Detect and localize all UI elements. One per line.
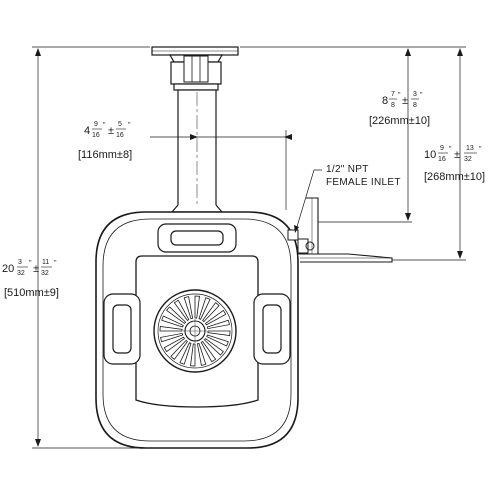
louver-blade xyxy=(194,295,200,319)
louver-blade xyxy=(179,342,192,365)
inlet-height-tol-inch: " xyxy=(420,92,423,99)
inlet-height-dimension: 8 7 8 " ± 3 8 " [226mm±10] xyxy=(369,91,430,127)
unit-heater-drawing xyxy=(95,46,393,449)
louver-blade xyxy=(206,319,230,330)
louver-blade xyxy=(203,338,224,356)
overall-height-inch: " xyxy=(29,260,32,267)
inlet-height-metric: [226mm±10] xyxy=(369,115,430,127)
inlet-height-pm: ± xyxy=(402,95,408,107)
louver-blade xyxy=(200,340,217,363)
louver-blade xyxy=(206,334,229,347)
pipe-offset-inch: " xyxy=(103,122,106,129)
pipe-offset-whole: 4 xyxy=(84,125,90,137)
overall-height-tol-inch: " xyxy=(54,260,57,267)
drop-pipe xyxy=(170,89,224,213)
bracket-height-inch: " xyxy=(449,146,452,153)
inlet-bracket xyxy=(287,197,393,263)
overall-height-pm: ± xyxy=(33,263,39,275)
louver-blade xyxy=(163,336,186,353)
overall-height-tol-num: 11 xyxy=(42,259,49,266)
inlet-note-line1: 1/2" NPT xyxy=(326,164,369,175)
bracket-height-den: 16 xyxy=(438,156,446,163)
ceiling-mount xyxy=(151,46,239,91)
overall-height-num: 3 xyxy=(18,259,22,266)
fan-louver xyxy=(153,289,237,373)
bracket-height-tol-den: 32 xyxy=(464,156,472,163)
overall-height-metric: [510mm±9] xyxy=(4,287,59,299)
bracket-height-num: 9 xyxy=(440,145,444,152)
bracket-height-tol-num: 13 xyxy=(466,145,474,152)
louver-blade xyxy=(202,302,220,323)
louver-blade xyxy=(166,306,187,324)
louver-blade xyxy=(183,296,194,320)
inlet-note: 1/2" NPT FEMALE INLET xyxy=(326,164,401,188)
inlet-height-inch: " xyxy=(398,92,401,99)
pipe-offset-tol-den: 16 xyxy=(116,132,124,139)
inlet-height-den: 8 xyxy=(391,102,395,109)
bracket-height-pm: ± xyxy=(454,149,460,161)
inlet-height-num: 7 xyxy=(391,91,395,98)
bracket-height-tol-inch: " xyxy=(479,146,482,153)
inlet-height-whole: 8 xyxy=(382,95,388,107)
louver-blade xyxy=(196,342,207,366)
bracket-height-dimension: 10 9 16 " ± 13 32 " [268mm±10] xyxy=(424,145,485,183)
overall-height-dimension: 20 3 32 " ± 11 32 " [510mm±9] xyxy=(2,259,59,299)
inlet-note-line2: FEMALE INLET xyxy=(326,177,401,188)
pipe-offset-dimension: 4 9 16 " ± 5 16 " [116mm±8] xyxy=(78,121,132,161)
pipe-offset-den: 16 xyxy=(92,132,100,139)
louver-blade xyxy=(161,315,184,328)
bracket-height-whole: 10 xyxy=(424,149,436,161)
overall-height-whole: 20 xyxy=(2,263,14,275)
left-side-handle xyxy=(103,293,141,365)
inlet-height-tol-den: 8 xyxy=(413,102,417,109)
louver-blade xyxy=(160,332,184,343)
overall-height-tol-den: 32 xyxy=(41,270,49,277)
pipe-offset-tol-num: 5 xyxy=(118,121,122,128)
overall-height-den: 32 xyxy=(17,270,25,277)
pipe-offset-tol-inch: " xyxy=(128,122,131,129)
dimension-lines xyxy=(32,46,466,449)
top-handle xyxy=(157,223,237,253)
pipe-offset-pm: ± xyxy=(108,125,114,137)
louver-blade xyxy=(204,309,227,326)
louver-blade xyxy=(170,339,188,360)
louver-blade xyxy=(207,330,231,336)
louver-blade xyxy=(173,299,190,322)
pipe-offset-metric: [116mm±8] xyxy=(78,149,132,161)
louver-blade xyxy=(159,326,183,332)
right-side-handle xyxy=(253,293,291,365)
inlet-height-tol-num: 3 xyxy=(413,91,417,98)
bracket-height-metric: [268mm±10] xyxy=(424,171,485,183)
louver-blade xyxy=(190,343,196,367)
pipe-offset-num: 9 xyxy=(94,121,98,128)
louver-blade xyxy=(198,297,211,320)
